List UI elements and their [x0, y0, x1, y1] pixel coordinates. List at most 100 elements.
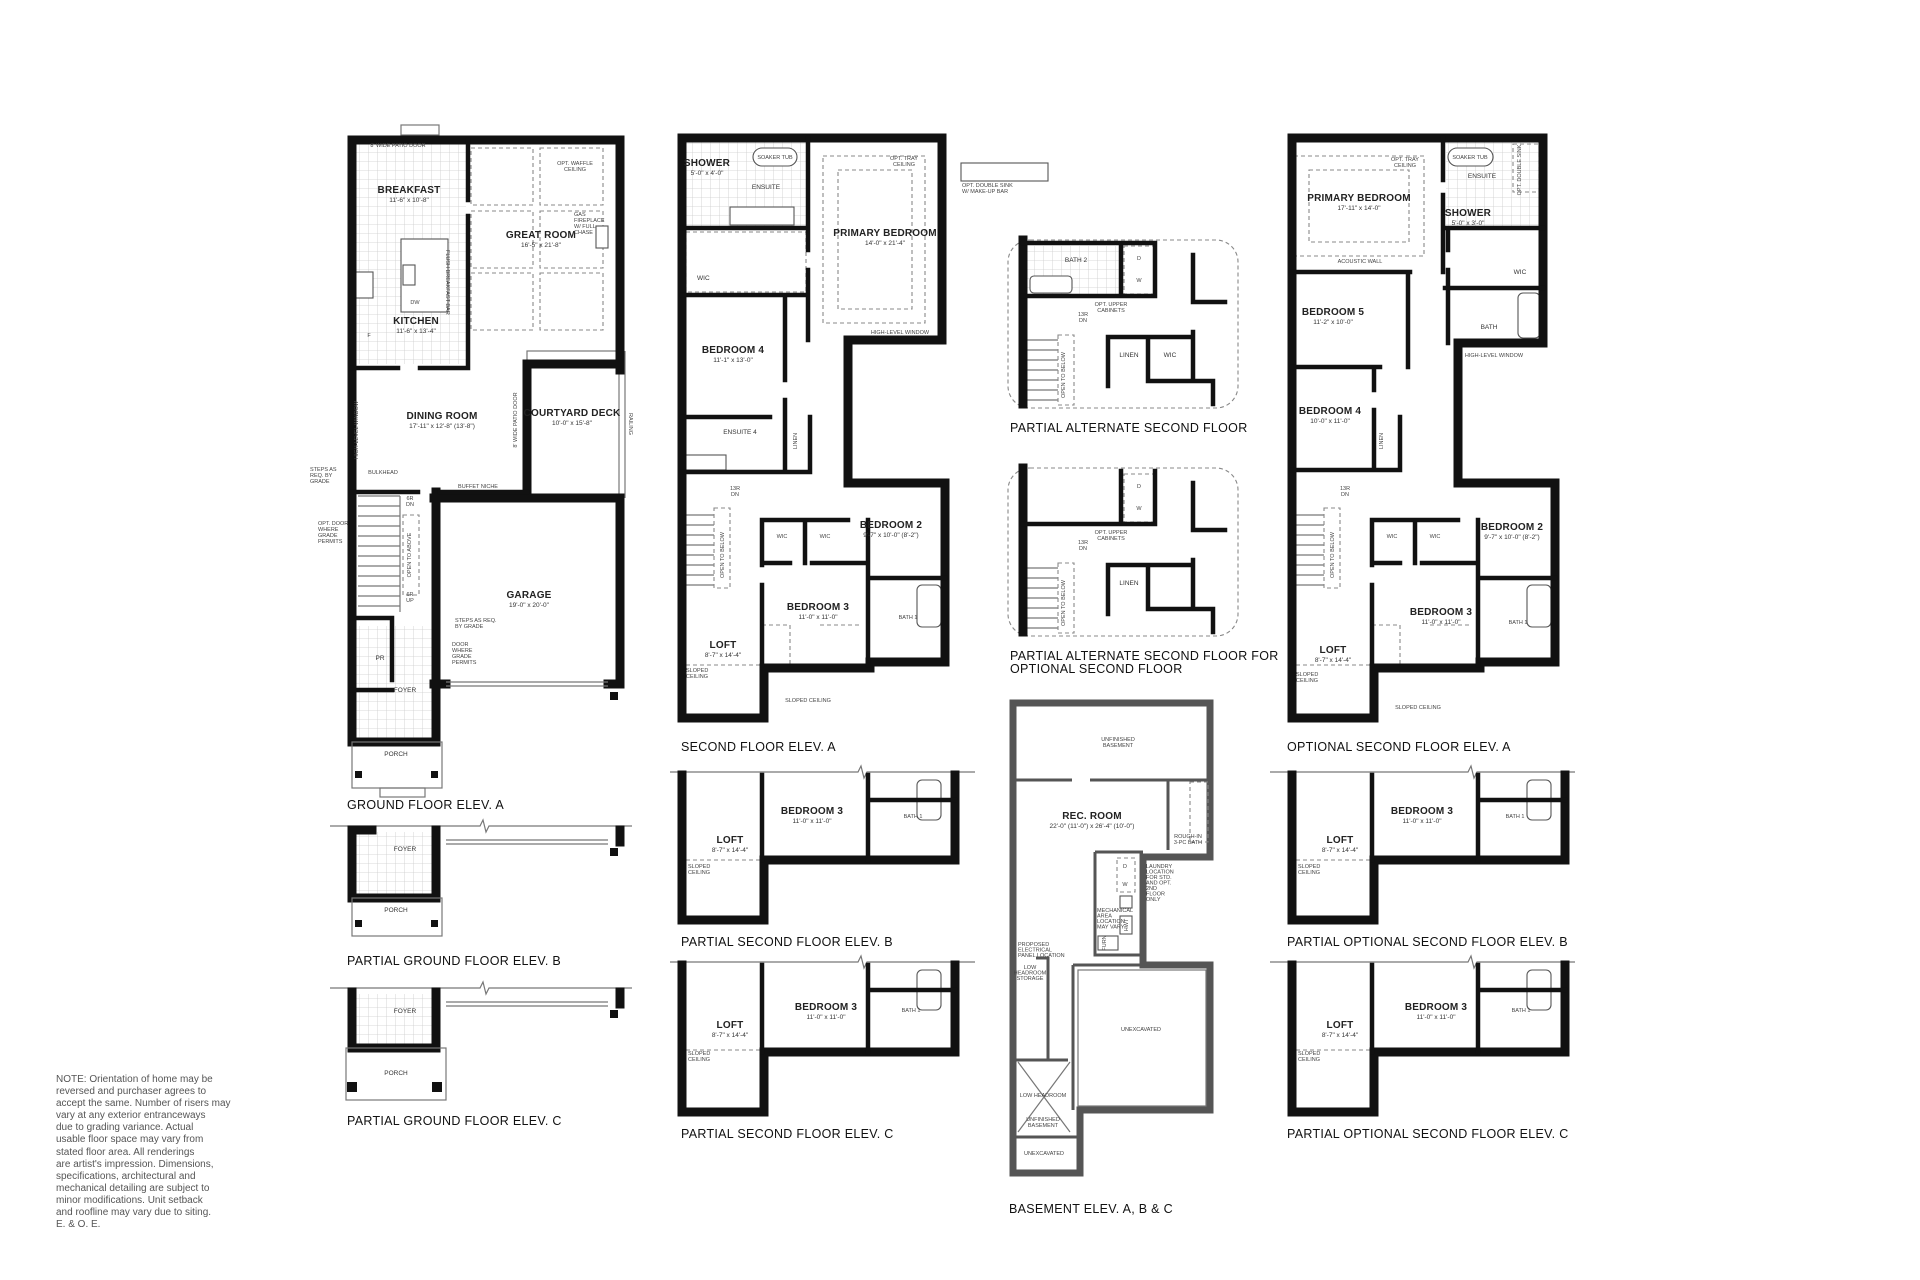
label-s2a-bedroom2-dim: 9'-7" x 10'-0" (8'-2") — [863, 532, 918, 539]
label-o2a-ensuite: ENSUITE — [1468, 173, 1497, 180]
label-gA-steps_left-2: GRADE — [310, 479, 330, 485]
label-o2a-bath1: BATH 1 — [1509, 620, 1528, 626]
label-gC-foyer: FOYER — [394, 1008, 417, 1015]
label-bsmt-laundry-0: LAUNDRY — [1146, 864, 1173, 870]
sink-icon — [402, 264, 416, 286]
label-bsmt-d: D — [1123, 864, 1127, 870]
label-o2a-bedroom4-name: BEDROOM 4 — [1299, 406, 1362, 417]
label-o2a-sloped1-0: SLOPED — [1296, 672, 1318, 678]
label-s2a-tray-0: OPT. TRAY — [890, 156, 918, 162]
label-s2a-double_sink-1: W/ MAKE-UP BAR — [962, 189, 1008, 195]
label-bsmt-mech-0: MECHANICAL — [1097, 908, 1133, 914]
label-o2a-bedroom4-dim: 10'-0" x 11'-0" — [1310, 418, 1350, 425]
label-gA-buffet: BUFFET NICHE — [458, 484, 498, 490]
optional-second-floor-elev-a-plan — [1287, 133, 1560, 723]
label-alt1-cab-1: CABINETS — [1097, 308, 1125, 314]
label-alt1-w: W — [1136, 278, 1142, 284]
note-line: minor modifications. Unit setback — [56, 1194, 203, 1206]
label-bsmt-unfinished-0: UNFINISHED — [1101, 737, 1135, 743]
label-o2a-high_window: HIGH-LEVEL WINDOW — [1465, 353, 1524, 359]
label-s2a-r_dn-1: DN — [731, 492, 739, 498]
label-s2a-primary-dim: 14'-0" x 21'-4" — [865, 240, 906, 247]
label-s2a-bedroom4-name: BEDROOM 4 — [702, 345, 765, 356]
label-s2a-loft-dim: 8'-7" x 14'-4" — [705, 652, 742, 659]
label-o2c-sloped-1: CEILING — [1298, 1057, 1320, 1063]
label-gA-fireplace-1: FIREPLACE — [574, 218, 605, 224]
label-s2c-sloped-0: SLOPED — [688, 1051, 710, 1057]
label-gA-dw: DW — [410, 300, 420, 306]
label-alt2-d: D — [1137, 484, 1141, 490]
label-gA-door_grade-1: WHERE — [452, 648, 473, 654]
label-alt2-cab-1: CABINETS — [1097, 536, 1125, 542]
label-o2a-linen: LINEN — [1379, 433, 1385, 449]
label-s2c-bedroom3-name: BEDROOM 3 — [795, 1002, 858, 1013]
label-o2a-shower-dim: 5'-0" x 3'-0" — [1452, 220, 1485, 227]
plan-title-alt1-title: PARTIAL ALTERNATE SECOND FLOOR — [1010, 421, 1248, 435]
porch-post — [431, 771, 438, 778]
label-bsmt-mech-1: AREA — [1097, 914, 1112, 920]
label-alt1-linen: LINEN — [1119, 352, 1138, 359]
label-gA-porch: PORCH — [384, 751, 408, 758]
porch-post — [355, 771, 362, 778]
garage-post — [610, 692, 618, 700]
label-o2b-sloped-0: SLOPED — [1298, 864, 1320, 870]
label-gA-opt_door-0: OPT. DOOR — [318, 521, 348, 527]
partial-alternate-second-floor-for-optional-plan — [1007, 463, 1239, 637]
label-o2a-open_below: OPEN TO BELOW — [1330, 531, 1336, 578]
label-gA-great_room-name: GREAT ROOM — [506, 230, 576, 241]
note-line: reversed and purchaser agrees to — [56, 1086, 207, 1098]
label-o2a-loft-dim: 8'-7" x 14'-4" — [1315, 657, 1352, 664]
label-alt1-open_below: OPEN TO BELOW — [1061, 351, 1067, 398]
partial-optional-second-floor-c-plan — [1270, 954, 1575, 1117]
label-gA-bulkhead: BULKHEAD — [368, 470, 398, 476]
label-alt1-r_dn-0: 13R — [1078, 312, 1088, 318]
label-o2a-soaker_tub: SOAKER TUB — [1452, 155, 1488, 161]
label-o2a-bath: BATH — [1481, 324, 1498, 331]
label-o2a-wic: WIC — [1514, 269, 1527, 276]
label-bsmt-laundry-6: ONLY — [1146, 897, 1161, 903]
label-gA-fireplace-0: GAS — [574, 212, 586, 218]
label-gA-kitchen-name: KITCHEN — [393, 316, 439, 327]
label-o2b-loft-name: LOFT — [1327, 835, 1354, 846]
label-gA-waffle-0: OPT. WAFFLE — [557, 161, 593, 167]
label-gA-breakfast-name: BREAKFAST — [378, 185, 441, 196]
label-o2c-sloped-0: SLOPED — [1298, 1051, 1320, 1057]
label-o2c-loft-name: LOFT — [1327, 1020, 1354, 1031]
label-gA-opt_door-2: GRADE — [318, 533, 338, 539]
label-s2b-sloped-1: CEILING — [688, 870, 710, 876]
label-bsmt-panel-0: PROPOSED — [1018, 942, 1049, 948]
label-o2b-bedroom3-dim: 11'-0" x 11'-0" — [1402, 818, 1442, 825]
label-bsmt-unfinished2-0: UNFINISHED — [1026, 1117, 1060, 1123]
label-s2a-bedroom3-name: BEDROOM 3 — [787, 602, 850, 613]
label-s2a-double_sink-0: OPT. DOUBLE SINK — [962, 183, 1013, 189]
label-s2a-bath1: BATH 1 — [899, 615, 918, 621]
label-gA-fireplace-2: W/ FULL — [574, 224, 596, 230]
double-sink-option — [960, 162, 1049, 182]
porch-outline — [351, 741, 443, 789]
label-gC-porch: PORCH — [384, 1070, 408, 1077]
label-gB-foyer: FOYER — [394, 846, 417, 853]
label-alt2-w: W — [1136, 506, 1142, 512]
label-alt1-cab-0: OPT. UPPER — [1095, 302, 1128, 308]
label-gA-r_up-0: 6R — [406, 592, 413, 598]
second-floor-elev-a-plan — [677, 133, 950, 723]
note-line: mechanical detailing are subject to — [56, 1182, 210, 1194]
porch-step — [379, 787, 426, 798]
plan-title-gA-title: GROUND FLOOR ELEV. A — [347, 798, 504, 812]
label-o2c-loft-dim: 8'-7" x 14'-4" — [1322, 1032, 1359, 1039]
label-gA-high_window: HIGH-LEVEL WINDOW — [354, 400, 360, 459]
label-gA-steps_left-0: STEPS AS — [310, 467, 337, 473]
label-s2a-tray-1: CEILING — [893, 162, 915, 168]
label-o2b-bath1: BATH 1 — [1506, 814, 1525, 820]
plan-title-gB-title: PARTIAL GROUND FLOOR ELEV. B — [347, 954, 561, 968]
label-s2c-bath1: BATH 1 — [902, 1008, 921, 1014]
label-o2b-loft-dim: 8'-7" x 14'-4" — [1322, 847, 1359, 854]
label-bsmt-furn: FURN — [1102, 935, 1108, 950]
label-o2a-bedroom5-name: BEDROOM 5 — [1302, 307, 1365, 318]
label-o2a-wic1: WIC — [1387, 534, 1398, 540]
plan-title-bsmt-title: BASEMENT ELEV. A, B & C — [1009, 1202, 1173, 1216]
label-gA-steps_right-0: STEPS AS REQ. — [455, 618, 497, 624]
label-gA-door_grade-0: DOOR — [452, 642, 469, 648]
label-s2a-high_window: HIGH-LEVEL WINDOW — [871, 330, 930, 336]
